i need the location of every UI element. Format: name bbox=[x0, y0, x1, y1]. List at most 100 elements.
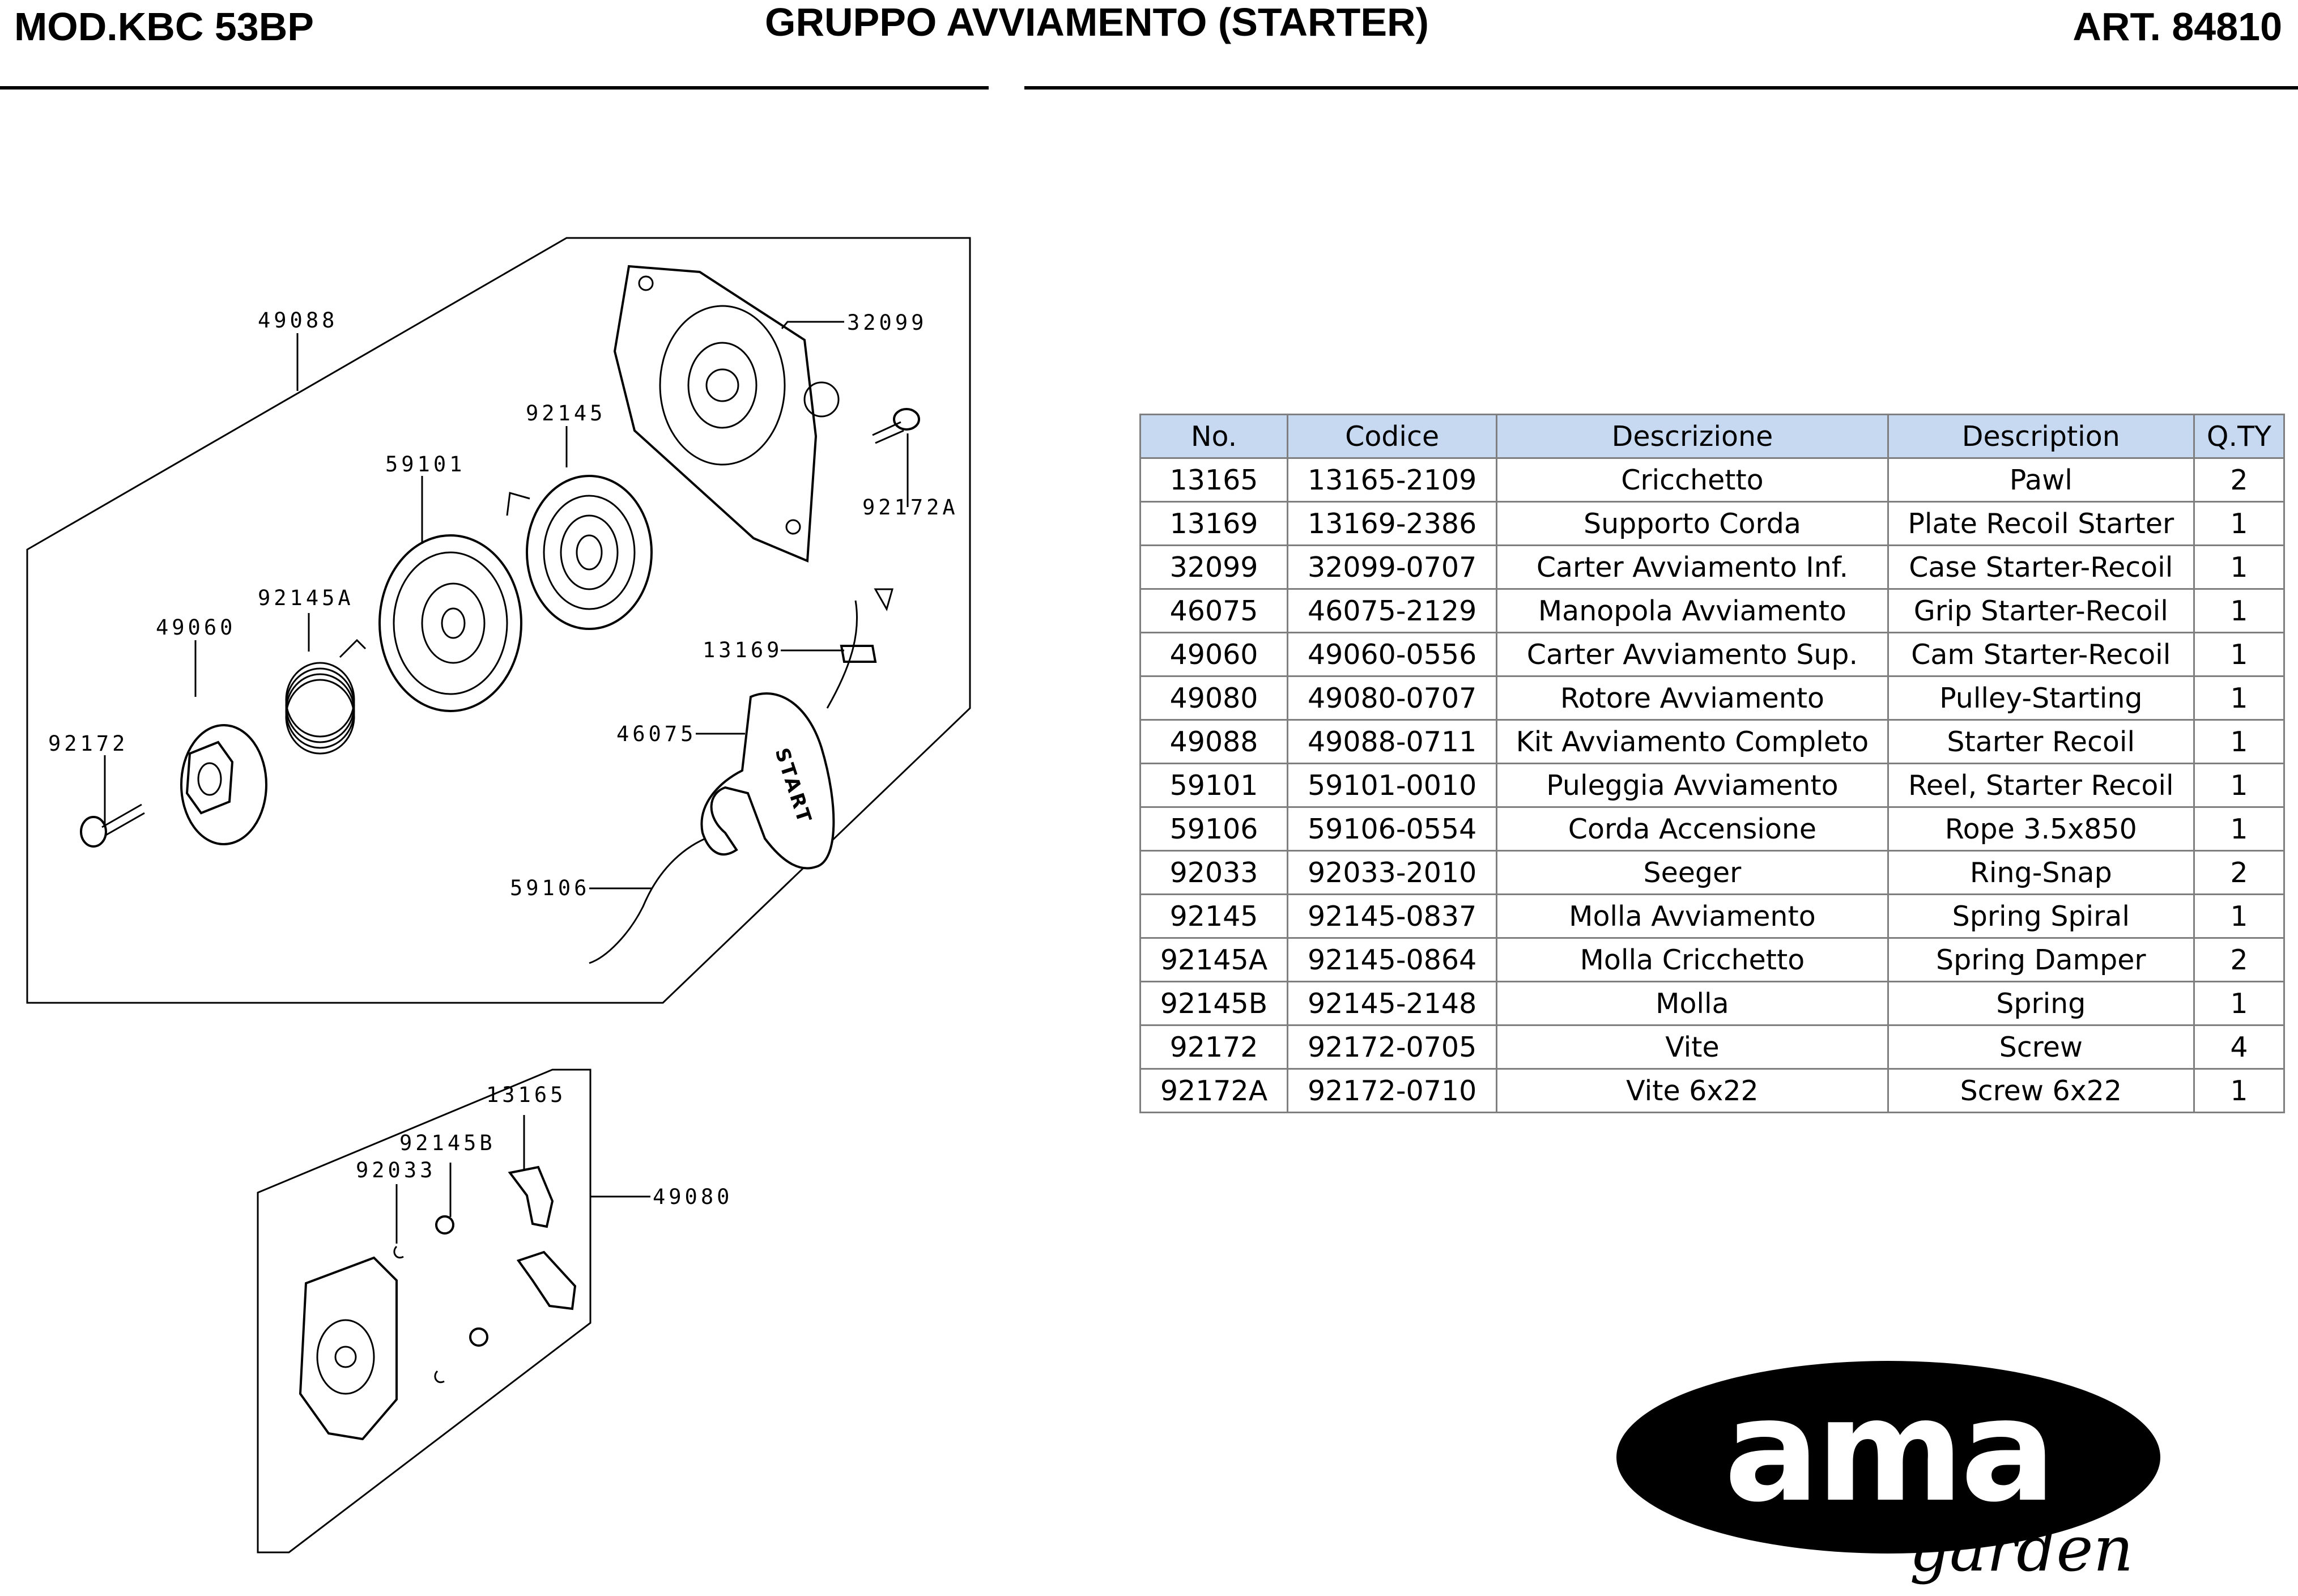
col-header-descrizione: Descrizione bbox=[1496, 414, 1889, 459]
logo-sub-text: garden bbox=[1910, 1513, 2134, 1585]
cell-codice: 59101-0010 bbox=[1287, 763, 1498, 808]
col-header-no: No. bbox=[1139, 414, 1289, 459]
callout-92033: 92033 bbox=[356, 1158, 436, 1182]
cell-no: 92145 bbox=[1139, 893, 1289, 939]
table-header-row: No. Codice Descrizione Description Q.TY bbox=[1139, 414, 2286, 459]
cell-qty: 2 bbox=[2193, 457, 2286, 503]
cell-descrizione: Rotore Avviamento bbox=[1496, 675, 1889, 721]
cell-description: Screw bbox=[1887, 1024, 2195, 1070]
header-rule-right bbox=[1024, 86, 2298, 90]
cell-codice: 46075-2129 bbox=[1287, 588, 1498, 633]
starter-grip-part bbox=[700, 600, 858, 870]
cell-description: Screw 6x22 bbox=[1887, 1068, 2195, 1113]
cell-description: Pulley-Starting bbox=[1887, 675, 2195, 721]
cell-descrizione: Supporto Corda bbox=[1496, 501, 1889, 546]
callout-13169: 13169 bbox=[703, 638, 782, 662]
callout-32099: 32099 bbox=[847, 310, 927, 335]
cell-descrizione: Corda Accensione bbox=[1496, 806, 1889, 852]
cell-description: Pawl bbox=[1887, 457, 2195, 503]
model-code: MOD.KBC 53BP bbox=[14, 5, 314, 49]
callout-92145B: 92145B bbox=[399, 1131, 496, 1155]
callout-49060: 49060 bbox=[156, 615, 236, 640]
cell-qty: 1 bbox=[2193, 1068, 2286, 1113]
starter-reel-part bbox=[378, 534, 522, 712]
cell-no: 13169 bbox=[1139, 501, 1289, 546]
cell-codice: 92145-0837 bbox=[1287, 893, 1498, 939]
callout-49088: 49088 bbox=[258, 308, 338, 333]
rotor-assembly-frame bbox=[257, 1069, 591, 1554]
pawl-spring-part-2 bbox=[469, 1327, 488, 1347]
parts-table: No. Codice Descrizione Description Q.TY … bbox=[1139, 414, 2286, 1113]
screw-6x22-part bbox=[872, 408, 920, 444]
cell-no: 46075 bbox=[1139, 588, 1289, 633]
cell-descrizione: Seeger bbox=[1496, 850, 1889, 895]
cell-description: Spring bbox=[1887, 981, 2195, 1026]
cell-no: 49088 bbox=[1139, 719, 1289, 764]
screw-part bbox=[80, 803, 145, 848]
callout-92145A: 92145A bbox=[258, 586, 354, 610]
spiral-spring-part bbox=[506, 475, 653, 630]
callout-59101: 59101 bbox=[385, 452, 465, 476]
pawl-part bbox=[508, 1165, 577, 1310]
cell-description: Plate Recoil Starter bbox=[1887, 501, 2195, 546]
cell-no: 92033 bbox=[1139, 850, 1289, 895]
cell-qty: 1 bbox=[2193, 806, 2286, 852]
cell-descrizione: Carter Avviamento Sup. bbox=[1496, 632, 1889, 677]
cell-no: 92145A bbox=[1139, 937, 1289, 982]
cell-no: 32099 bbox=[1139, 544, 1289, 590]
starter-case-part bbox=[613, 265, 840, 563]
callout-49080: 49080 bbox=[653, 1185, 733, 1209]
cell-no: 59101 bbox=[1139, 763, 1289, 808]
cell-no: 92145B bbox=[1139, 981, 1289, 1026]
main-assembly-frame bbox=[26, 237, 971, 1004]
cell-no: 92172A bbox=[1139, 1068, 1289, 1113]
cell-descrizione: Puleggia Avviamento bbox=[1496, 763, 1889, 808]
starter-cam-part bbox=[180, 724, 267, 845]
cell-qty: 1 bbox=[2193, 763, 2286, 808]
cell-descrizione: Kit Avviamento Completo bbox=[1496, 719, 1889, 764]
cell-descrizione: Molla Cricchetto bbox=[1496, 937, 1889, 982]
logo-brand-text: ama bbox=[1724, 1368, 2053, 1533]
col-header-qty: Q.TY bbox=[2193, 414, 2286, 459]
cell-codice: 49088-0711 bbox=[1287, 719, 1498, 764]
cell-codice: 92172-0705 bbox=[1287, 1024, 1498, 1070]
header-rule-left bbox=[0, 86, 989, 90]
cell-qty: 2 bbox=[2193, 937, 2286, 982]
cell-codice: 13165-2109 bbox=[1287, 457, 1498, 503]
callout-59106: 59106 bbox=[510, 876, 590, 900]
callout-92172A: 92172A bbox=[862, 495, 959, 520]
cell-description: Cam Starter-Recoil bbox=[1887, 632, 2195, 677]
cell-qty: 1 bbox=[2193, 544, 2286, 590]
col-header-codice: Codice bbox=[1287, 414, 1498, 459]
cell-qty: 1 bbox=[2193, 588, 2286, 633]
cell-codice: 49060-0556 bbox=[1287, 632, 1498, 677]
article-number: ART. 84810 bbox=[2073, 5, 2282, 49]
cell-descrizione: Cricchetto bbox=[1496, 457, 1889, 503]
snap-ring-part-2 bbox=[434, 1370, 445, 1384]
cell-qty: 1 bbox=[2193, 981, 2286, 1026]
damper-spring-part bbox=[285, 639, 367, 755]
starter-rope-part bbox=[589, 837, 706, 964]
cell-description: Grip Starter-Recoil bbox=[1887, 588, 2195, 633]
cell-description: Spring Spiral bbox=[1887, 893, 2195, 939]
cell-codice: 13169-2386 bbox=[1287, 501, 1498, 546]
cell-qty: 1 bbox=[2193, 632, 2286, 677]
cell-descrizione: Vite 6x22 bbox=[1496, 1068, 1889, 1113]
cell-codice: 32099-0707 bbox=[1287, 544, 1498, 590]
cell-description: Case Starter-Recoil bbox=[1887, 544, 2195, 590]
cell-no: 13165 bbox=[1139, 457, 1289, 503]
cell-description: Ring-Snap bbox=[1887, 850, 2195, 895]
